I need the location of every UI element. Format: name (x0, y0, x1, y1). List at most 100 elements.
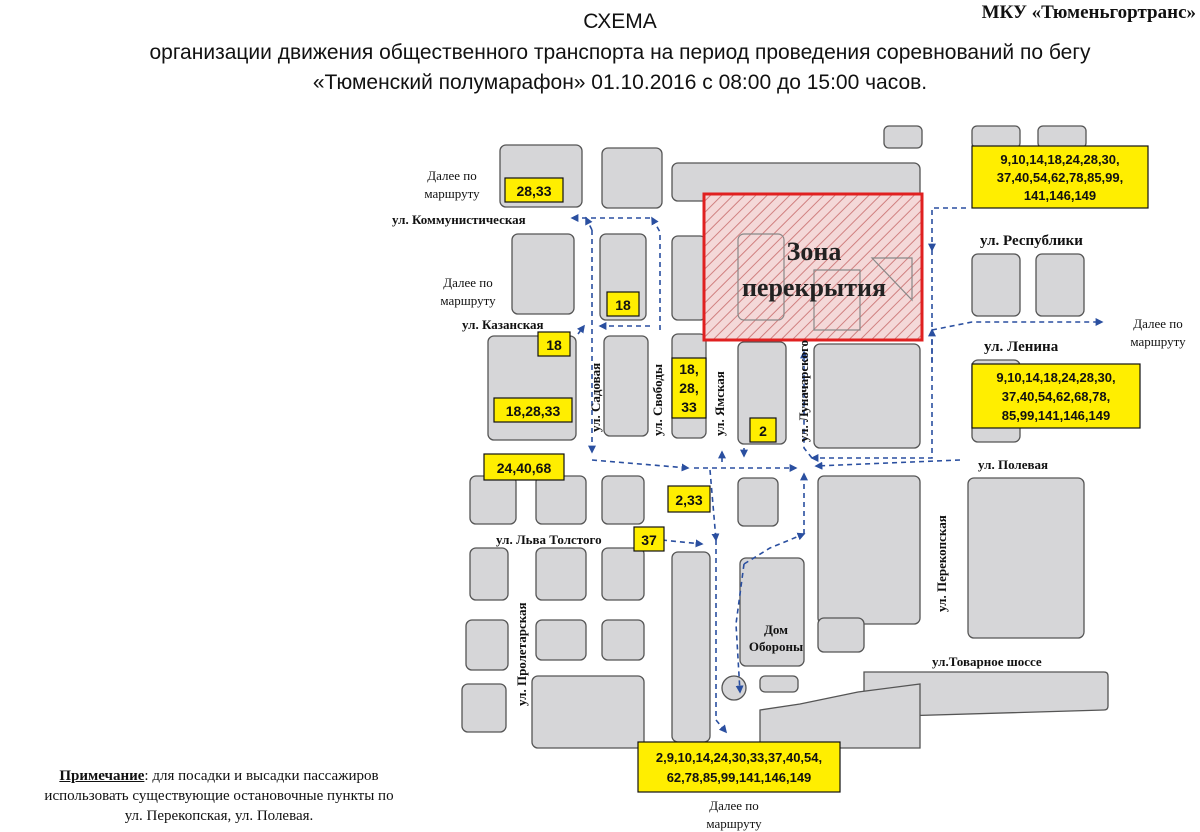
street-yamskaya: ул. Ямская (712, 371, 727, 436)
route-box-18-28-33-stack (671, 357, 707, 419)
street-kazanskaya: ул. Казанская (462, 317, 544, 332)
route-box-18-top (606, 291, 640, 317)
route-label-bottom-2: 62,78,85,99,141,146,149 (667, 770, 812, 785)
route-arrow (651, 216, 661, 330)
route-arrow (591, 459, 690, 472)
note-line-3: ул. Перекопская, ул. Полевая. (124, 808, 314, 824)
further-right-1: Далее по (1133, 316, 1183, 331)
route-label-top-right-1: 9,10,14,18,24,28,30, (1000, 152, 1119, 167)
street-polevaya: ул. Полевая (978, 457, 1048, 472)
further-bottom-2: маршруту (706, 816, 762, 831)
city-block (531, 675, 645, 749)
further-bottom-1: Далее по (709, 798, 759, 813)
further-right-2: маршруту (1130, 334, 1186, 349)
route-label-mid-right-2: 37,40,54,62,68,78, (1002, 389, 1110, 404)
closure-zone-label-1: Зона (787, 237, 842, 266)
organization-name: МКУ «Тюменьгортранс» (981, 2, 1196, 23)
city-block (737, 477, 779, 527)
street-lenina: ул. Ленина (984, 339, 1059, 355)
landmark-dom-oborony: Дом Обороны (749, 622, 803, 654)
street-proletarskaya: ул. Пролетарская (514, 602, 529, 706)
route-label-37: 37 (641, 532, 657, 548)
route-boxes: 28,33 18 18 18,28,33 18, 28, 33 2 24,40,… (483, 145, 1149, 793)
route-arrow (743, 532, 806, 565)
further-notes: Далее по маршруту Далее по маршруту Дале… (424, 168, 1186, 831)
note-line-2: использовать существующие остановочные п… (44, 788, 394, 804)
city-block (601, 619, 645, 661)
route-arrow (735, 563, 745, 694)
city-block (1035, 253, 1085, 317)
city-block (601, 547, 645, 601)
city-block (469, 547, 509, 601)
street-respubliki: ул. Республики (980, 233, 1083, 249)
city-block (535, 475, 587, 525)
further-mid-left-2: маршруту (440, 293, 496, 308)
route-label-bottom-1: 2,9,10,14,24,30,33,37,40,54, (656, 750, 822, 765)
route-box-37 (633, 526, 665, 552)
route-arrow (709, 469, 720, 542)
street-perekopskaya: ул. Перекопская (934, 515, 949, 612)
scheme-subtitle-line2: «Тюменский полумарафон» 01.10.2016 с 08:… (312, 71, 928, 94)
city-block (739, 557, 805, 667)
route-box-18-28-33 (493, 397, 573, 423)
detour-routes (570, 207, 1104, 734)
closure-zone: Зона перекрытия (702, 192, 924, 342)
route-label-mid-right-3: 85,99,141,146,149 (1002, 408, 1110, 423)
route-label-18-kazanskaya: 18 (546, 337, 562, 353)
further-top-left-1: Далее по (427, 168, 477, 183)
route-box-28-33 (504, 177, 564, 203)
city-block (813, 343, 921, 449)
route-label-mid-right-1: 9,10,14,18,24,28,30, (996, 370, 1115, 385)
route-box-2 (749, 417, 777, 443)
city-block (863, 671, 1109, 729)
route-arrow (585, 216, 593, 231)
route-arrow (814, 459, 961, 470)
route-arrow (800, 350, 813, 459)
street-lva-tolstogo: ул. Льва Толстого (496, 532, 602, 547)
city-block (603, 335, 649, 437)
city-block (1037, 125, 1087, 149)
street-labels: ул. Коммунистическая ул. Казанская ул. Р… (392, 212, 1083, 706)
city-block (971, 253, 1021, 317)
route-arrow (715, 540, 728, 734)
city-block (461, 683, 507, 733)
route-arrow (928, 207, 966, 252)
passenger-note: Примечание: для посадки и высадки пассаж… (4, 766, 434, 826)
street-sadovaya: ул. Садовая (588, 363, 603, 432)
street-svobody: ул. Свободы (650, 364, 665, 436)
city-block (883, 125, 923, 149)
scheme-title: СХЕМА (583, 10, 657, 33)
landmark-line-1: Дом (764, 622, 788, 637)
street-kommunisticheskaya: ул. Коммунистическая (392, 212, 526, 227)
city-block (671, 235, 707, 321)
further-mid-left-1: Далее по (443, 275, 493, 290)
route-label-24-40-68: 24,40,68 (497, 460, 552, 476)
note-label: Примечание (59, 768, 145, 784)
city-block (971, 125, 1021, 149)
city-block (601, 475, 645, 525)
route-label-18-top: 18 (615, 297, 631, 313)
route-arrow (661, 539, 704, 548)
route-box-bottom (637, 741, 841, 793)
route-label-stack-2: 28, (679, 380, 698, 396)
route-box-top-right (971, 145, 1149, 209)
city-block (535, 547, 587, 601)
route-label-stack-1: 18, (679, 361, 698, 377)
city-block (469, 475, 517, 525)
city-block (759, 683, 921, 749)
city-block (817, 475, 921, 625)
city-block (759, 675, 799, 693)
further-top-left-2: маршруту (424, 186, 480, 201)
city-block (671, 551, 711, 743)
city-block (601, 147, 663, 209)
route-arrow (576, 324, 585, 335)
route-label-28-33: 28,33 (516, 183, 551, 199)
route-label-18-28-33: 18,28,33 (506, 403, 561, 419)
route-box-2-33 (667, 485, 711, 513)
route-label-2: 2 (759, 423, 767, 439)
route-box-mid-right (971, 363, 1141, 429)
route-box-18-kazanskaya (537, 331, 571, 357)
route-label-top-right-3: 141,146,149 (1024, 188, 1096, 203)
city-block (817, 617, 865, 653)
